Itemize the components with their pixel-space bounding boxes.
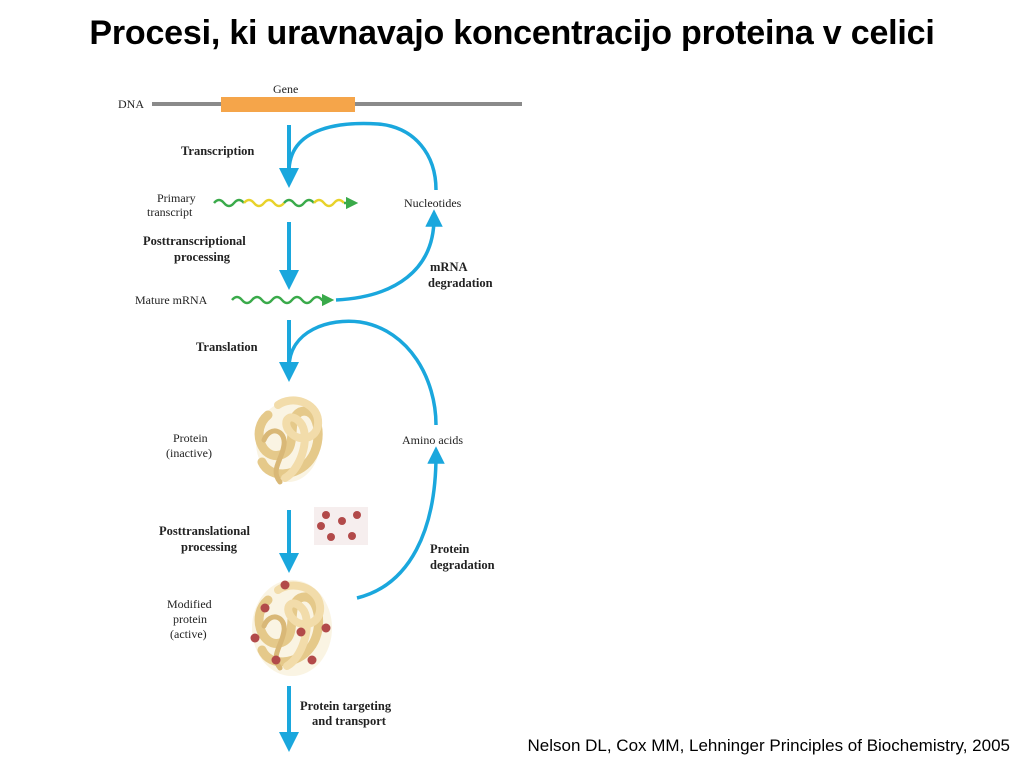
translation-label: Translation <box>196 340 258 354</box>
modified-protein-label-2: protein <box>173 612 207 626</box>
primary-transcript-wave <box>213 196 359 210</box>
mrna-degradation-label-2: degradation <box>428 276 493 290</box>
targeting-label-1: Protein targeting <box>300 699 392 713</box>
posttranscriptional-label-1: Posttranscriptional <box>143 234 246 248</box>
mature-mrna-wave <box>231 293 335 307</box>
transcription-label: Transcription <box>181 144 254 158</box>
dna-label: DNA <box>118 97 144 111</box>
mrna-degradation-arrow <box>335 209 443 302</box>
protein-degradation-label-1: Protein <box>430 542 469 556</box>
gene-segment <box>221 97 355 112</box>
amino-acids-label: Amino acids <box>402 433 463 447</box>
mature-mrna-label: Mature mRNA <box>135 293 208 307</box>
protein-degradation-label-2: degradation <box>430 558 495 572</box>
dna-strand <box>152 97 522 112</box>
modified-protein-label-1: Modified <box>167 597 212 611</box>
inactive-protein-illustration <box>254 396 323 485</box>
posttranscriptional-label-2: processing <box>174 250 231 264</box>
protein-inactive-label-1: Protein <box>173 431 208 445</box>
amino-acids-recycle-arrow <box>287 319 438 426</box>
posttranslational-label-2: processing <box>181 540 238 554</box>
primary-transcript-label-2: transcript <box>147 205 193 219</box>
nucleotides-recycle-arrow <box>287 121 438 191</box>
posttranslational-label-1: Posttranslational <box>159 524 251 538</box>
primary-transcript-label-1: Primary <box>157 191 196 205</box>
citation: Nelson DL, Cox MM, Lehninger Principles … <box>527 736 1010 755</box>
active-protein-illustration <box>250 580 332 676</box>
protein-inactive-label-2: (inactive) <box>166 446 212 460</box>
modification-groups <box>314 507 368 545</box>
targeting-label-2: and transport <box>312 714 387 728</box>
mrna-degradation-label-1: mRNA <box>430 260 468 274</box>
slide-title: Procesi, ki uravnavajo koncentracijo pro… <box>89 14 935 52</box>
modified-protein-label-3: (active) <box>170 627 207 641</box>
protein-degradation-arrow <box>356 446 445 600</box>
gene-label: Gene <box>273 82 298 96</box>
nucleotides-label: Nucleotides <box>404 196 462 210</box>
